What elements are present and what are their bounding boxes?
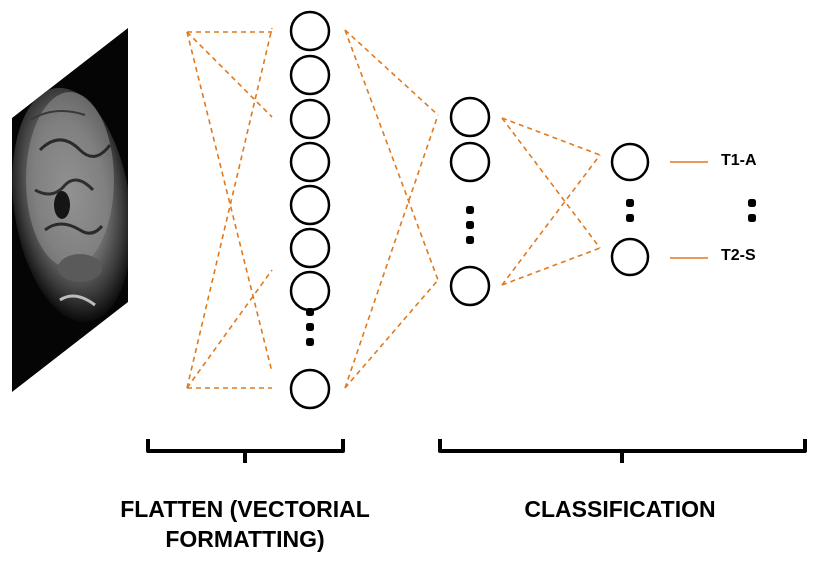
hidden-node <box>449 265 491 307</box>
flatten-ellipsis-dot <box>306 338 314 346</box>
hidden-node <box>449 141 491 183</box>
connection-line <box>501 117 601 156</box>
flatten-bracket <box>146 439 345 463</box>
output-label-last: T2-S <box>721 247 756 264</box>
flatten-label-line1: FLATTEN (VECTORIAL <box>120 496 370 522</box>
flatten-node <box>289 54 331 96</box>
hidden-ellipsis-dot <box>466 206 474 214</box>
hidden-ellipsis-dot <box>466 221 474 229</box>
classification-section-label: CLASSIFICATION <box>524 496 716 522</box>
flatten-ellipsis-dot <box>306 308 314 316</box>
ellipsis-dots <box>306 199 756 346</box>
connection-line <box>186 31 273 373</box>
flatten-node <box>289 368 331 410</box>
output-node <box>610 142 650 182</box>
connection-lines <box>186 27 708 389</box>
mri-brain-slice-icon <box>12 28 128 392</box>
connection-line <box>501 154 601 286</box>
output-node <box>610 237 650 277</box>
flatten-node <box>289 98 331 140</box>
output-label-first: T1-A <box>721 152 757 169</box>
output-ellipsis-dot <box>626 199 634 207</box>
flatten-label-line2: FORMATTING) <box>165 526 325 552</box>
flatten-node <box>289 141 331 183</box>
hidden-ellipsis-dot <box>466 236 474 244</box>
connection-line <box>186 269 273 389</box>
flatten-section-label: FLATTEN (VECTORIAL FORMATTING) <box>100 494 390 554</box>
connection-line <box>344 29 439 116</box>
connection-line <box>344 279 439 389</box>
flatten-ellipsis-dot <box>306 323 314 331</box>
flatten-node <box>289 270 331 312</box>
label-ellipsis-dot <box>748 199 756 207</box>
connection-line <box>501 117 601 249</box>
output-ellipsis-dot <box>626 214 634 222</box>
classification-bracket <box>438 439 807 463</box>
flatten-node <box>289 227 331 269</box>
neural-network-nodes <box>289 10 650 410</box>
flatten-node <box>289 184 331 226</box>
connection-line <box>186 27 273 389</box>
connection-line <box>501 247 601 286</box>
flatten-node <box>289 10 331 52</box>
hidden-node <box>449 96 491 138</box>
label-ellipsis-dot <box>748 214 756 222</box>
connection-line <box>344 114 439 389</box>
connection-line <box>186 31 273 118</box>
section-brackets <box>146 439 807 463</box>
